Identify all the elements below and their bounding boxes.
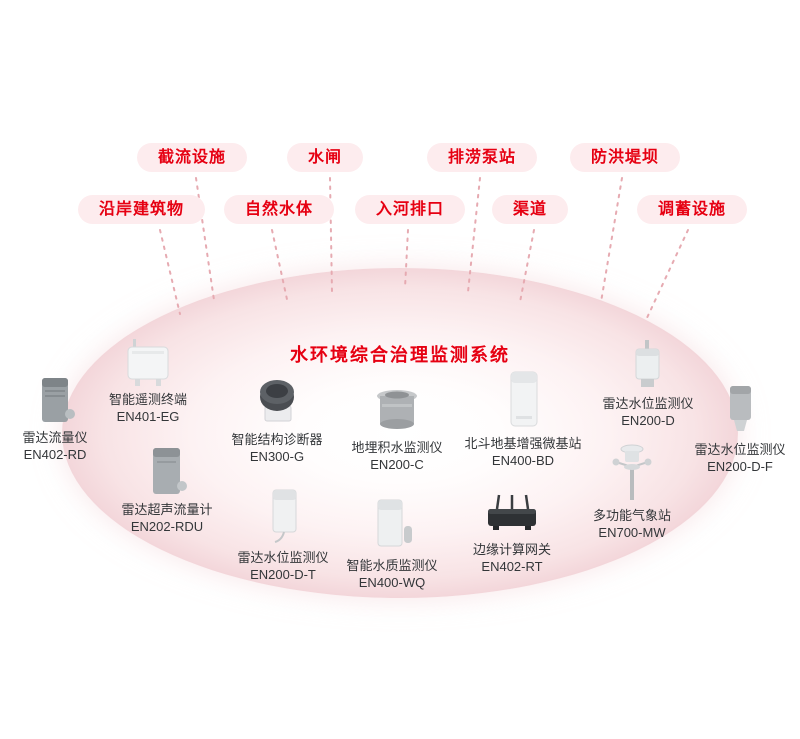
device-edge-computing-gateway: 边缘计算网关 EN402-RT [437, 492, 587, 575]
device-radar-level-monitor-d: 雷达水位监测仪 EN200-D [573, 338, 723, 429]
pill-qudao: 渠道 [492, 195, 569, 224]
device-model: EN402-RT [481, 559, 543, 574]
device-weather-station: 多功能气象站 EN700-MW [557, 440, 707, 541]
device-name: 雷达流量仪 [22, 430, 88, 445]
pill-ziran-shuiti: 自然水体 [224, 195, 335, 224]
device-telemetry-terminal: 智能遥测终端 EN401-EG [73, 338, 223, 425]
device-name: 雷达水位监测仪 [237, 550, 329, 565]
device-model: EN402-RD [23, 447, 87, 462]
connector-line [600, 177, 623, 303]
device-radar-ultrasonic-flow-meter: 雷达超声流量计 EN202-RDU [92, 444, 242, 535]
pill-fanghong-diba: 防洪堤坝 [570, 143, 681, 172]
device-name: 智能水质监测仪 [346, 558, 438, 573]
device-model: EN300-G [249, 449, 305, 464]
device-radar-level-monitor-df: 雷达水位监测仪 EN200-D-F [665, 382, 800, 475]
connector-line [159, 229, 181, 315]
device-name: 智能遥测终端 [108, 392, 187, 407]
pill-pailao-bengzhan: 排涝泵站 [427, 143, 538, 172]
device-name: 雷达水位监测仪 [694, 442, 786, 457]
connector-line [195, 177, 215, 301]
device-buried-water-monitor: 地埋积水监测仪 EN200-C [322, 384, 472, 473]
device-name: 智能结构诊断器 [231, 432, 323, 447]
device-name: 北斗地基增强微基站 [464, 436, 582, 451]
buried-water-monitor-icon [377, 390, 417, 429]
pill-tiaoxu-sheshi: 调蓄设施 [637, 195, 748, 224]
device-model: EN401-EG [116, 409, 180, 424]
device-name: 雷达超声流量计 [121, 502, 213, 517]
radar-ultrasonic-flow-meter-icon [153, 448, 187, 494]
device-model: EN200-D-F [707, 459, 773, 474]
device-model: EN200-D [621, 413, 675, 428]
device-name: 多功能气象站 [592, 508, 671, 523]
radar-flow-meter-icon [42, 378, 75, 422]
device-beidou-base-station: 北斗地基增强微基站 EN400-BD [448, 368, 598, 469]
device-model: EN400-BD [491, 453, 555, 468]
structure-diagnoser-icon [260, 380, 294, 422]
device-model: EN200-D-T [250, 567, 316, 582]
beidou-base-station-icon [510, 371, 538, 427]
device-model: EN202-RDU [130, 519, 204, 534]
device-model: EN400-WQ [358, 575, 426, 590]
device-radar-flow-meter: 雷达流量仪 EN402-RD [0, 374, 130, 463]
device-name: 地埋积水监测仪 [351, 440, 443, 455]
radar-level-monitor-icon [272, 489, 297, 543]
device-structure-diagnoser: 智能结构诊断器 EN300-G [202, 372, 352, 465]
device-name: 雷达水位监测仪 [602, 396, 694, 411]
device-name: 边缘计算网关 [472, 542, 551, 557]
connector-line [645, 229, 689, 321]
device-model: EN700-MW [598, 525, 666, 540]
device-water-quality-monitor: 智能水质监测仪 EN400-WQ [317, 496, 467, 591]
radar-level-monitor-icon [635, 340, 660, 387]
pill-jieliu-sheshi: 截流设施 [137, 143, 248, 172]
pill-shuizha: 水闸 [287, 143, 364, 172]
radar-level-monitor-icon [730, 386, 751, 431]
pill-ruhe-paikou: 入河排口 [355, 195, 466, 224]
device-radar-level-monitor-dt: 雷达水位监测仪 EN200-D-T [208, 486, 358, 583]
edge-computing-gateway-icon [488, 494, 536, 530]
weather-station-icon [612, 444, 652, 500]
telemetry-terminal-icon [127, 339, 169, 386]
device-model: EN200-C [370, 457, 424, 472]
water-quality-monitor-icon [377, 499, 412, 547]
pill-yanan-jianzhuwu: 沿岸建筑物 [78, 195, 206, 224]
system-title: 水环境综合治理监测系统 [290, 345, 510, 365]
